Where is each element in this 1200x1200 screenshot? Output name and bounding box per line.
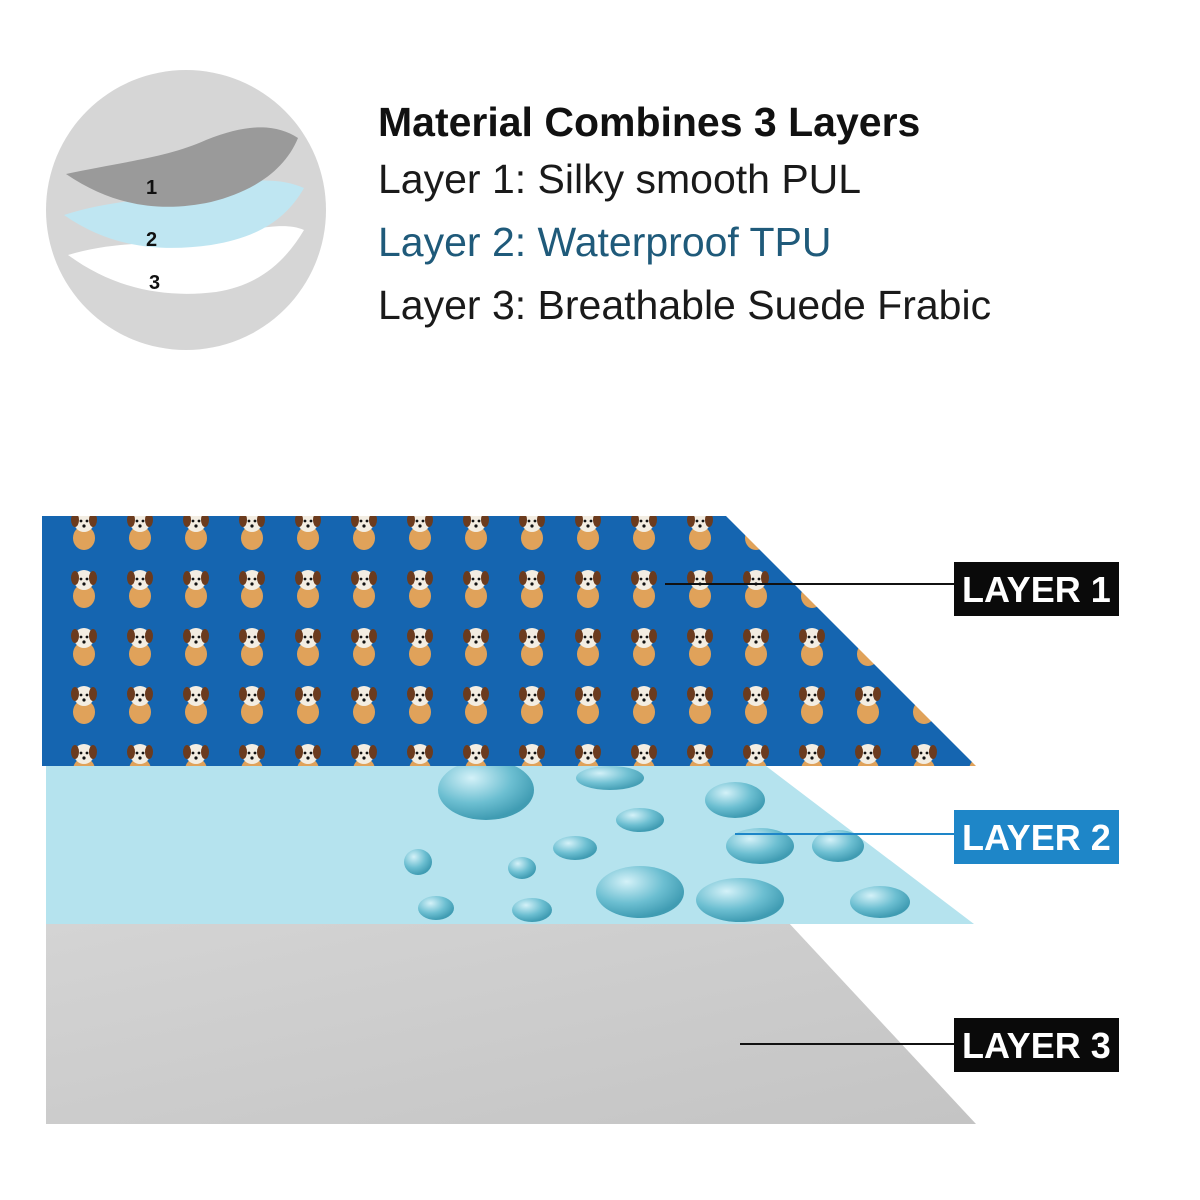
icon-layer-number-1: 1: [146, 177, 157, 199]
material-description: Material Combines 3 Layers Layer 1: Silk…: [378, 96, 991, 337]
icon-layer-number-3: 3: [149, 272, 160, 294]
layer-3-tag: LAYER 3: [954, 1018, 1119, 1072]
layer-3-fabric: [46, 922, 976, 1124]
layer-3-description: Layer 3: Breathable Suede Frabic: [378, 282, 992, 328]
layer-1-fabric: [42, 516, 976, 766]
page-title: Material Combines 3 Layers: [378, 99, 921, 145]
layer-1-tag: LAYER 1: [954, 562, 1119, 616]
water-droplets: [404, 760, 910, 922]
layer-1-description: Layer 1: Silky smooth PUL: [378, 156, 862, 202]
layers-icon: 1 2 3: [46, 70, 326, 350]
layer-2-tag: LAYER 2: [954, 810, 1119, 864]
icon-layer-number-2: 2: [146, 229, 157, 251]
layer-diagram: [42, 516, 976, 1124]
layer-2-description: Layer 2: Waterproof TPU: [378, 219, 832, 265]
